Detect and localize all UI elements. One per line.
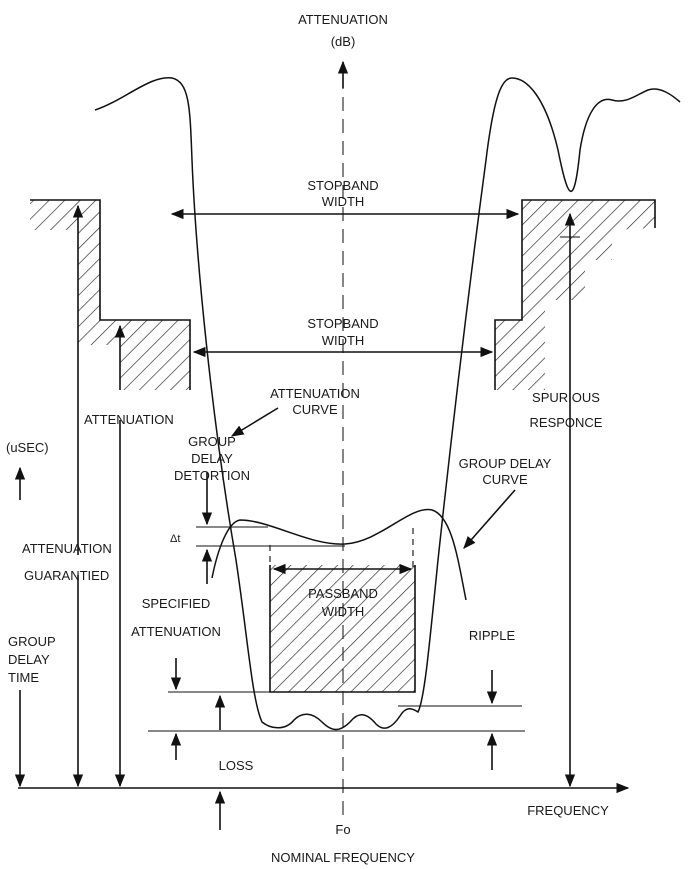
frequency-label: FREQUENCY [527, 803, 609, 818]
attenuation-curve-label-2: CURVE [292, 402, 338, 417]
gdt-label-1: GROUP [8, 634, 56, 649]
delta-t-label: Δt [170, 533, 180, 545]
att-guar-label-2: GUARANTIED [24, 568, 109, 583]
group-delay-curve-pointer [463, 489, 516, 549]
stopband-mid-label-1: STOPBAND [307, 316, 378, 331]
stopband-top-label-2: WIDTH [322, 194, 365, 209]
spurious-label-1: SPURIOUS [532, 390, 600, 405]
passband-label-1: PASSBAND [308, 586, 378, 601]
nominal-frequency-label: NOMINAL FREQUENCY [271, 850, 415, 865]
ripple-label: RIPPLE [469, 628, 516, 643]
fo-label: Fo [335, 822, 350, 837]
loss-label: LOSS [219, 758, 254, 773]
attenuation-left-label: ATTENUATION [84, 412, 174, 427]
labels: ATTENUATION (dB) STOPBAND WIDTH STOPBAND… [6, 12, 609, 865]
gdt-label-3: TIME [8, 670, 39, 685]
attenuation-unit-label: (dB) [331, 34, 356, 49]
stopband-mask-right [494, 199, 656, 390]
gdd-label-1: GROUP [188, 434, 236, 449]
stopband-top-label-1: STOPBAND [307, 178, 378, 193]
att-guar-label-1: ATTENUATION [22, 541, 112, 556]
group-delay-curve [211, 508, 467, 601]
attenuation-axis-label: ATTENUATION [298, 12, 388, 27]
attenuation-curve [94, 77, 681, 731]
gdc-label-1: GROUP DELAY [459, 456, 552, 471]
gdd-label-2: DELAY [191, 451, 233, 466]
gdc-label-2: CURVE [482, 472, 528, 487]
stopband-mask-left [30, 199, 191, 390]
usec-label: (uSEC) [6, 440, 49, 455]
attenuation-curve-label-1: ATTENUATION [270, 386, 360, 401]
spec-att-label-2: ATTENUATION [131, 624, 221, 639]
gdt-label-2: DELAY [8, 652, 50, 667]
spurious-label-2: RESPONCE [530, 415, 603, 430]
passband-label-2: WIDTH [322, 604, 365, 619]
stopband-mid-label-2: WIDTH [322, 333, 365, 348]
spec-att-label-1: SPECIFIED [142, 596, 211, 611]
gdd-label-3: DETORTION [174, 468, 250, 483]
attenuation-curve-pointer [230, 407, 279, 437]
